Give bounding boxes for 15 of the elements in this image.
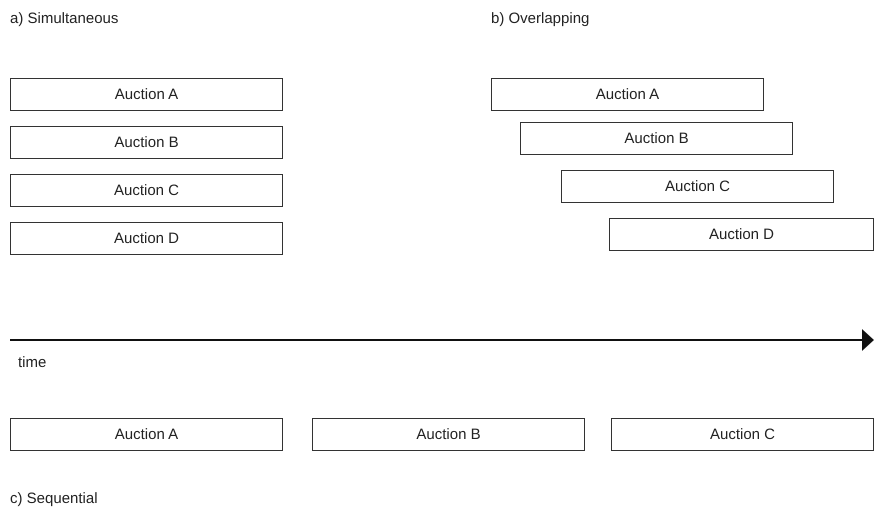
panel-heading: c) Sequential bbox=[10, 490, 98, 507]
panel-heading: b) Overlapping bbox=[491, 10, 590, 27]
auction-bar: Auction A bbox=[10, 78, 283, 111]
panel-heading: a) Simultaneous bbox=[10, 10, 118, 27]
auction-bar: Auction A bbox=[10, 418, 283, 451]
auction-bar: Auction A bbox=[491, 78, 764, 111]
auction-bar: Auction D bbox=[609, 218, 874, 251]
auction-bar: Auction B bbox=[520, 122, 793, 155]
auction-bar: Auction C bbox=[611, 418, 874, 451]
auction-bar: Auction C bbox=[561, 170, 834, 203]
axis-label: time bbox=[18, 354, 46, 371]
auction-bar: Auction B bbox=[312, 418, 585, 451]
auction-bar: Auction C bbox=[10, 174, 283, 207]
auction-bar: Auction D bbox=[10, 222, 283, 255]
auction-bar: Auction B bbox=[10, 126, 283, 159]
